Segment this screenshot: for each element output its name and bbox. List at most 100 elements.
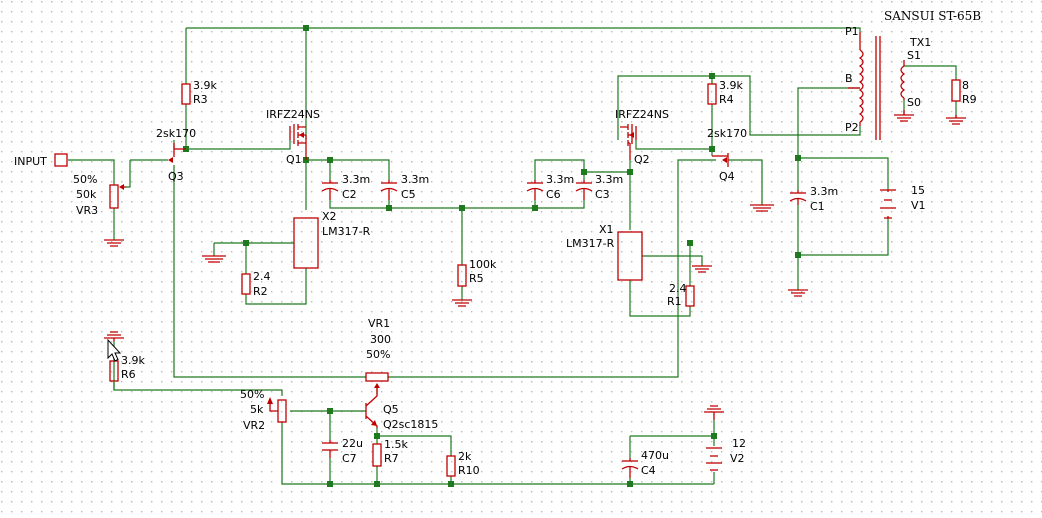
c7-ref: C7 [342,452,357,465]
r7-ref: R7 [384,452,399,465]
tx1-b-label: B [845,72,853,85]
v1-value: 15 [911,184,925,197]
ground-icon [452,299,472,307]
ground-icon [104,331,124,341]
r1-value: 2.4 [669,282,687,295]
resistor-r7[interactable] [372,443,382,467]
c5-ref: C5 [401,188,416,201]
battery-v2[interactable] [706,447,722,471]
q4-ref: Q4 [719,170,735,183]
c1-value: 3.3m [810,185,838,198]
regulator-x1[interactable] [617,231,643,281]
r2-ref: R2 [253,285,268,298]
capacitor-c6[interactable] [526,180,544,200]
jfet-q3[interactable] [168,143,186,163]
q4-value: 2sk170 [707,127,747,140]
c4-value: 470u [641,449,669,462]
x2-ref: X2 [322,210,337,223]
c3-value: 3.3m [595,173,623,186]
capacitor-c4[interactable] [621,458,639,478]
ground-icon [788,289,808,297]
c1-ref: C1 [810,200,825,213]
vr1-setting: 50% [366,348,390,361]
q1-value: IRFZ24NS [266,108,320,121]
ground-icon [946,115,966,125]
q5-value: Q2sc1815 [383,418,438,431]
vr3-ref: VR3 [76,204,98,217]
resistor-r4[interactable] [707,83,717,105]
potentiometer-vr2[interactable] [267,397,287,423]
resistor-r2[interactable] [241,273,251,295]
r2-value: 2.4 [253,270,271,283]
vr3-setting: 50% [73,173,97,186]
tx1-p1-label: P1 [845,25,859,38]
resistor-r9[interactable] [951,79,961,102]
potentiometer-vr1[interactable] [365,372,389,394]
mosfet-q1[interactable] [289,124,307,160]
ground-icon [704,405,724,420]
vr2-value: 5k [250,403,264,416]
r10-value: 2k [458,450,472,463]
q5-ref: Q5 [383,403,399,416]
vr2-setting: 50% [240,388,264,401]
capacitor-c7[interactable] [322,440,338,458]
resistor-r1[interactable] [685,285,695,307]
tx1-s0-label: S0 [907,96,921,109]
vr1-value: 300 [370,333,391,346]
input-label: INPUT [14,155,47,168]
r10-ref: R10 [458,464,480,477]
c5-value: 3.3m [401,173,429,186]
transformer-tx1[interactable] [848,32,906,140]
ground-symbols [104,110,966,420]
r7-value: 1.5k [384,438,408,451]
ground-icon [692,265,712,273]
r4-value: 3.9k [719,79,743,92]
v1-ref: V1 [911,199,926,212]
mosfet-q2[interactable] [620,124,637,160]
r3-value: 3.9k [193,79,217,92]
jfet-q4[interactable] [712,153,729,167]
capacitor-c1[interactable] [789,190,807,205]
c7-value: 22u [342,437,363,450]
q3-value: 2sk170 [156,127,196,140]
resistor-r10[interactable] [446,455,456,477]
resistor-r3[interactable] [181,83,191,105]
schematic-title: SANSUI ST-65B [884,9,981,23]
ground-icon [104,239,124,247]
r9-ref: R9 [962,93,977,106]
x1-value: LM317-R [566,237,615,250]
ground-icon [894,110,914,122]
c3-ref: C3 [595,188,610,201]
potentiometer-vr3[interactable] [109,184,126,209]
vr3-value: 50k [76,188,97,201]
ground-icon [750,204,774,212]
capacitor-c2[interactable] [321,180,339,200]
tx1-ref: TX1 [909,36,931,49]
r4-ref: R4 [719,93,734,106]
r3-ref: R3 [193,93,208,106]
input-port[interactable] [54,153,68,167]
c4-ref: C4 [641,464,656,477]
regulator-x2[interactable] [293,217,319,269]
ground-icon [202,255,226,263]
vr1-ref: VR1 [368,317,390,330]
resistor-r5[interactable] [457,264,467,287]
q2-ref: Q2 [634,153,650,166]
tx1-p2-label: P2 [845,121,859,134]
x2-value: LM317-R [322,225,371,238]
q1-ref: Q1 [286,153,302,166]
r9-value: 8 [962,79,969,92]
bjt-q5[interactable] [365,394,378,428]
q3-ref: Q3 [168,170,184,183]
capacitor-c3[interactable] [575,180,593,200]
battery-v1[interactable] [880,189,896,219]
vr2-ref: VR2 [243,419,265,432]
r5-value: 100k [469,258,497,271]
c2-value: 3.3m [342,173,370,186]
c6-value: 3.3m [546,173,574,186]
r5-ref: R5 [469,272,484,285]
capacitor-c5[interactable] [380,180,398,200]
q2-value: IRFZ24NS [615,108,669,121]
